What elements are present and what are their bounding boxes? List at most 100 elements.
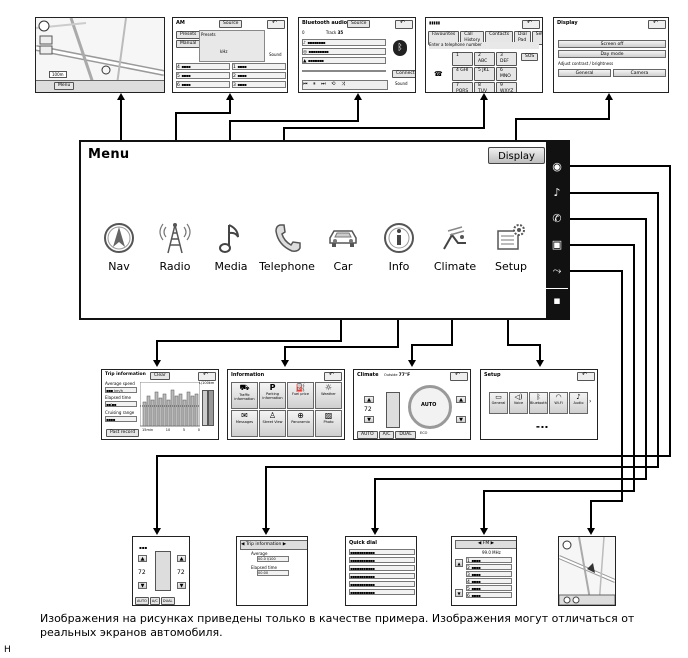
- key[interactable]: 7 PQRS: [452, 82, 473, 92]
- nav-arrow-icon[interactable]: ◉: [552, 160, 562, 173]
- auto-button[interactable]: AUTO: [135, 597, 149, 605]
- preset-row[interactable]: 6 ▪▪▪▪: [466, 592, 512, 599]
- screen-off-button[interactable]: Screen off: [558, 40, 666, 48]
- passenger-temp-down-button[interactable]: ▼: [456, 416, 466, 423]
- menu-item-radio[interactable]: Radio: [145, 220, 205, 273]
- camera-button[interactable]: Camera: [613, 69, 666, 77]
- preset-row[interactable]: 1 ▪▪▪▪: [466, 557, 512, 564]
- source-button[interactable]: Source: [219, 20, 243, 28]
- menu-item-info[interactable]: Info: [369, 220, 429, 273]
- call-icon[interactable]: ☎: [434, 70, 443, 78]
- key[interactable]: 3 DEF: [496, 52, 517, 66]
- dual-button[interactable]: DUAL: [160, 597, 175, 605]
- menu-item-nav[interactable]: Nav: [89, 220, 149, 273]
- number-input[interactable]: Enter a telephone number: [429, 42, 539, 49]
- back-button[interactable]: [577, 371, 595, 381]
- preset-row[interactable]: 3 ▪▪▪▪: [466, 571, 512, 578]
- tile-weather[interactable]: ☼Weather: [315, 382, 342, 409]
- quick-dial-row[interactable]: ▪▪▪▪▪▪▪▪▪▪▪: [349, 565, 415, 571]
- back-button[interactable]: [450, 371, 468, 381]
- auto-button[interactable]: AUTO: [357, 431, 378, 439]
- general-button[interactable]: General: [558, 69, 611, 77]
- source-button[interactable]: Source: [347, 20, 371, 28]
- key[interactable]: 5 JKL: [474, 67, 495, 81]
- key[interactable]: 2 ABC: [474, 52, 495, 66]
- preset-row[interactable]: 4 ▪▪▪▪: [176, 63, 230, 70]
- chevron-right-icon[interactable]: ›: [589, 398, 592, 405]
- tile-audio[interactable]: ♪Audio: [569, 392, 588, 414]
- chevron-up-icon[interactable]: ▲: [455, 559, 463, 567]
- preset-row[interactable]: 1 ▪▪▪▪: [232, 63, 286, 70]
- quick-dial-row[interactable]: ▪▪▪▪▪▪▪▪▪▪▪: [349, 589, 415, 595]
- image-icon[interactable]: ▣: [551, 238, 563, 251]
- display-off-icon[interactable]: ▪: [553, 294, 561, 307]
- back-button[interactable]: [324, 371, 342, 381]
- tab-dial-pad[interactable]: Dial Pad: [514, 31, 531, 45]
- climate-icon[interactable]: ⤳: [552, 264, 562, 277]
- fan-level-bar[interactable]: [386, 392, 400, 428]
- playback-controls[interactable]: ⏮ ⏸ ⏭ ⟲ ⤨: [302, 80, 388, 90]
- quick-dial-row[interactable]: ▪▪▪▪▪▪▪▪▪▪▪: [349, 581, 415, 587]
- menu-item-setup[interactable]: Setup: [481, 220, 541, 273]
- temp-down-button[interactable]: ▼: [364, 416, 374, 423]
- day-mode-button[interactable]: Day mode: [558, 50, 666, 58]
- music-note-icon[interactable]: ♪: [553, 186, 561, 199]
- preset-row[interactable]: 5 ▪▪▪▪: [176, 72, 230, 79]
- passenger-temp-down-button[interactable]: ▼: [177, 582, 186, 589]
- key[interactable]: 9 WXYZ: [496, 82, 517, 92]
- tile-general[interactable]: ▭General: [489, 392, 508, 414]
- fan-level-bar[interactable]: [155, 551, 171, 591]
- past-record-button[interactable]: Past record: [106, 429, 140, 437]
- tile-messages[interactable]: ✉Messages: [231, 410, 258, 437]
- tile-traffic[interactable]: ⛟Traffic information: [231, 382, 258, 409]
- back-button[interactable]: [395, 19, 413, 29]
- chevron-down-icon[interactable]: ▼: [455, 589, 463, 597]
- sound-button[interactable]: Sound: [269, 52, 282, 57]
- back-button[interactable]: [648, 19, 666, 29]
- back-button[interactable]: [522, 19, 540, 29]
- passenger-temp-up-button[interactable]: ▲: [456, 396, 466, 403]
- back-button[interactable]: [198, 371, 216, 381]
- menu-item-climate[interactable]: Climate: [425, 220, 485, 273]
- phone-icon[interactable]: ✆: [552, 212, 562, 225]
- sos-button[interactable]: SOS: [521, 53, 539, 61]
- preset-row[interactable]: 2 ▪▪▪▪: [232, 72, 286, 79]
- key[interactable]: 4 GHI: [452, 67, 473, 81]
- preset-row[interactable]: 6 ▪▪▪▪: [176, 81, 230, 88]
- temp-down-button[interactable]: ▼: [138, 582, 147, 589]
- menu-button[interactable]: Menu: [54, 82, 75, 90]
- dual-button[interactable]: DUAL: [395, 431, 416, 439]
- clear-button[interactable]: Clear: [150, 372, 170, 380]
- tile-street-view[interactable]: ♙Street View: [259, 410, 286, 437]
- tile-fuel-price[interactable]: ⛽Fuel price: [287, 382, 314, 409]
- sound-button[interactable]: Sound: [395, 81, 408, 86]
- back-button[interactable]: [267, 19, 285, 29]
- temp-up-button[interactable]: ▲: [138, 555, 147, 562]
- tile-photo[interactable]: ▨Photo: [315, 410, 342, 437]
- auto-dial[interactable]: AUTO: [408, 385, 452, 429]
- tile-voice[interactable]: ◁)Voice: [509, 392, 528, 414]
- tile-wifi[interactable]: ◠Wi-Fi: [549, 392, 568, 414]
- quick-dial-row[interactable]: ▪▪▪▪▪▪▪▪▪▪▪: [349, 549, 415, 555]
- preset-row[interactable]: 5 ▪▪▪▪: [466, 585, 512, 592]
- temp-up-button[interactable]: ▲: [364, 396, 374, 403]
- quick-dial-row[interactable]: ▪▪▪▪▪▪▪▪▪▪▪: [349, 557, 415, 563]
- connect-button[interactable]: Connect: [392, 70, 415, 78]
- key[interactable]: 1: [452, 52, 473, 66]
- key[interactable]: 8 TUV: [474, 82, 495, 92]
- ac-button[interactable]: A/C: [149, 597, 160, 605]
- passenger-temp-up-button[interactable]: ▲: [177, 555, 186, 562]
- key[interactable]: 6 MNO: [496, 67, 517, 81]
- quick-dial-row[interactable]: ▪▪▪▪▪▪▪▪▪▪▪: [349, 573, 415, 579]
- presets-button[interactable]: Presets: [176, 31, 201, 39]
- tile-panoramio[interactable]: ⊕Panoramio: [287, 410, 314, 437]
- menu-item-telephone[interactable]: Telephone: [257, 220, 317, 273]
- progress-bar[interactable]: [302, 70, 386, 72]
- manual-button[interactable]: Manual: [176, 40, 201, 48]
- ac-button[interactable]: A/C: [378, 431, 395, 439]
- preset-row[interactable]: 2 ▪▪▪▪: [466, 564, 512, 571]
- preset-row[interactable]: 3 ▪▪▪▪: [232, 81, 286, 88]
- menu-item-car[interactable]: Car: [313, 220, 373, 273]
